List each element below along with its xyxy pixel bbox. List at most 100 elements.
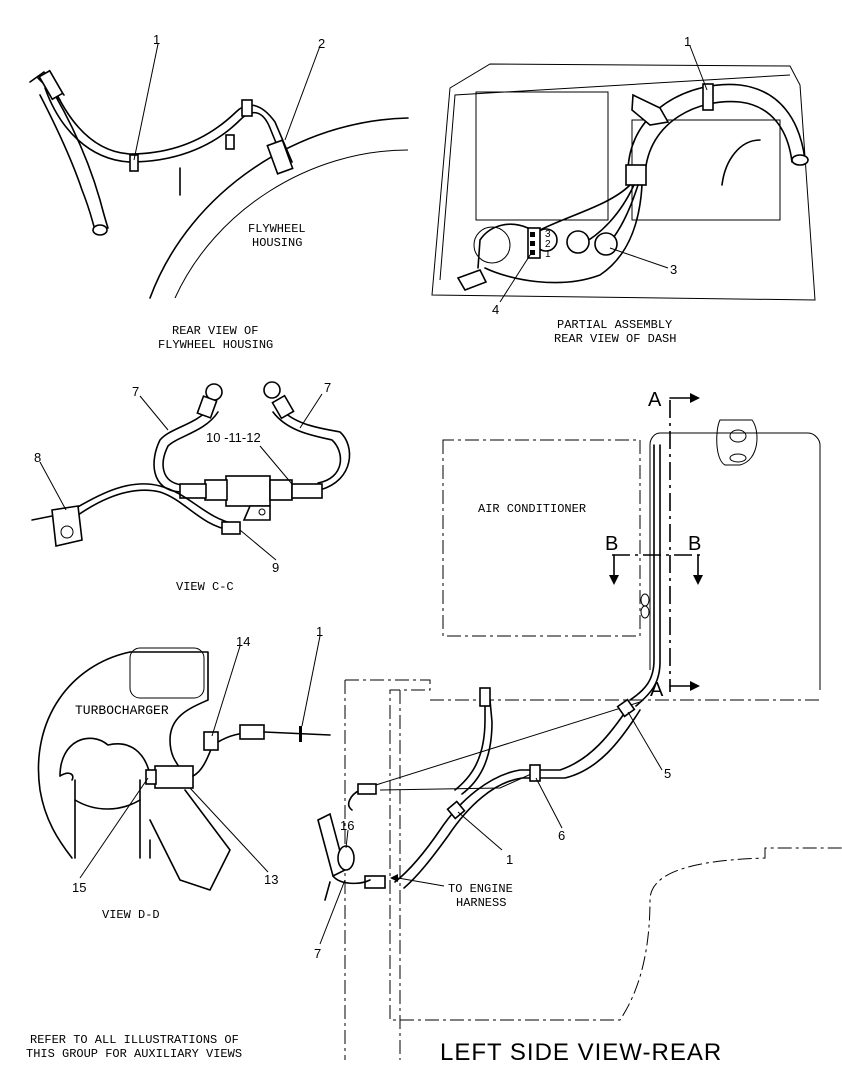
leader-16 bbox=[345, 829, 349, 849]
connector-dd bbox=[239, 724, 265, 740]
arrow-b-shafts bbox=[613, 554, 699, 576]
turbo-scroll bbox=[59, 737, 151, 777]
engine-harness-label-1: TO ENGINE bbox=[448, 882, 513, 896]
hose-down-2 bbox=[461, 699, 493, 795]
leader-14 bbox=[211, 645, 241, 737]
fitting-hose-down bbox=[479, 687, 491, 707]
callout-101112: 10 -11-12 bbox=[206, 430, 261, 445]
terminal-label-3: 3 bbox=[545, 229, 551, 240]
arrow-a-bottom-head bbox=[690, 681, 700, 691]
main-harness-2 bbox=[403, 709, 641, 889]
leader-engine-head bbox=[390, 874, 398, 882]
turbo-outlet bbox=[74, 779, 141, 859]
wire-5 bbox=[477, 223, 529, 269]
left-side-caption: LEFT SIDE VIEW-REAR bbox=[440, 1039, 722, 1066]
terminal-label-1: 1 bbox=[545, 249, 551, 260]
engine-harness-label-2: HARNESS bbox=[456, 896, 506, 910]
switch-fitting-right bbox=[269, 479, 293, 501]
sensor-8-lead bbox=[31, 515, 53, 521]
leader-dash-1 bbox=[689, 45, 708, 91]
lift-eye-hole bbox=[729, 429, 747, 443]
clip-14 bbox=[203, 731, 219, 751]
view-cc: 7 7 10 -11-12 8 9 VIEW C-C bbox=[31, 380, 351, 594]
wire-lower bbox=[332, 875, 371, 885]
hose-down bbox=[454, 699, 486, 791]
clip-1 bbox=[129, 154, 139, 172]
wire-dd-3 bbox=[263, 731, 331, 736]
fitting-left bbox=[357, 783, 377, 795]
fitting-top bbox=[631, 93, 670, 126]
small-hose bbox=[721, 139, 761, 186]
section-b-left: B bbox=[605, 533, 618, 555]
leader-6 bbox=[535, 777, 563, 829]
lift-eye-hole-2 bbox=[729, 453, 747, 463]
bracket-hole bbox=[258, 508, 266, 516]
hose-arc-inner bbox=[644, 100, 793, 176]
turbo-housing-left bbox=[37, 651, 131, 859]
turbo-label: TURBOCHARGER bbox=[75, 703, 169, 718]
body-diagonal bbox=[359, 701, 641, 791]
switch-fitting-left bbox=[204, 479, 228, 501]
gauge-3 bbox=[594, 232, 618, 256]
hose-vertical-2 bbox=[635, 444, 661, 707]
harness-2 bbox=[51, 83, 293, 163]
hose-vertical-1 bbox=[629, 444, 655, 701]
housing-label-1: FLYWHEEL bbox=[248, 222, 306, 236]
hose-cc-left bbox=[153, 407, 211, 493]
arrow-a-top-head bbox=[690, 393, 700, 403]
housing-arc-inner bbox=[174, 149, 409, 299]
nut-left bbox=[179, 483, 207, 499]
callout-dd-1: 1 bbox=[316, 624, 323, 639]
fitting-15 bbox=[145, 769, 157, 785]
wire-1 bbox=[539, 184, 631, 231]
hose-arc-outer bbox=[627, 83, 806, 171]
view-cc-caption: VIEW C-C bbox=[176, 580, 234, 594]
clip-6 bbox=[529, 764, 541, 782]
sensor-2 bbox=[266, 139, 294, 175]
cab-panel bbox=[649, 432, 821, 690]
leader-engine bbox=[397, 877, 445, 887]
callout-2: 2 bbox=[318, 36, 325, 51]
hose-cc-right-2 bbox=[272, 411, 342, 484]
callout-9: 9 bbox=[272, 560, 279, 575]
callout-dash-4: 4 bbox=[492, 302, 499, 317]
flywheel-view: 1 2 FLYWHEEL HOUSING REAR VIEW OF FLYWHE… bbox=[29, 32, 409, 352]
leader-ls-1 bbox=[457, 811, 503, 851]
clip-2 bbox=[225, 134, 235, 150]
wire-4 bbox=[484, 184, 643, 284]
gauge-outline bbox=[473, 226, 511, 264]
dash-panel-left bbox=[475, 91, 609, 221]
leader-2 bbox=[284, 45, 321, 141]
housing-arc-outer bbox=[149, 117, 409, 299]
clip-5 bbox=[616, 698, 636, 718]
terminal-3 bbox=[530, 232, 535, 237]
dash-caption-1: PARTIAL ASSEMBLY bbox=[557, 318, 672, 332]
nut-right bbox=[291, 483, 323, 499]
elbow-pipe bbox=[149, 789, 231, 891]
body-line-mid bbox=[379, 769, 541, 791]
section-a-bottom: A bbox=[650, 679, 664, 701]
dash-outline bbox=[431, 63, 816, 301]
callout-7b: 7 bbox=[324, 380, 331, 395]
callout-ls-1: 1 bbox=[506, 852, 513, 867]
connector-9 bbox=[221, 521, 241, 535]
harness-1 bbox=[44, 87, 286, 166]
leader-7-ls bbox=[319, 879, 346, 945]
view-dd: 14 1 15 13 TURBOCHARGER VIEW D-D bbox=[37, 624, 331, 922]
hose-end-right bbox=[791, 154, 809, 166]
flywheel-caption-2: FLYWHEEL HOUSING bbox=[158, 338, 273, 352]
wire-3 bbox=[609, 184, 639, 243]
scroll-lip bbox=[59, 772, 74, 781]
callout-13: 13 bbox=[264, 872, 278, 887]
note: REFER TO ALL ILLUSTRATIONS OF THIS GROUP… bbox=[26, 1033, 242, 1061]
air-conditioner-label: AIR CONDITIONER bbox=[478, 502, 586, 516]
main-harness-1 bbox=[394, 704, 631, 883]
hose-left-1 bbox=[39, 94, 96, 231]
clip-dd-1 bbox=[299, 726, 302, 742]
fitting-cc-left bbox=[196, 395, 218, 419]
leader-dd-1 bbox=[301, 635, 321, 727]
callout-8: 8 bbox=[34, 450, 41, 465]
plug-top bbox=[38, 69, 64, 101]
wire-cc-2 bbox=[75, 483, 236, 525]
